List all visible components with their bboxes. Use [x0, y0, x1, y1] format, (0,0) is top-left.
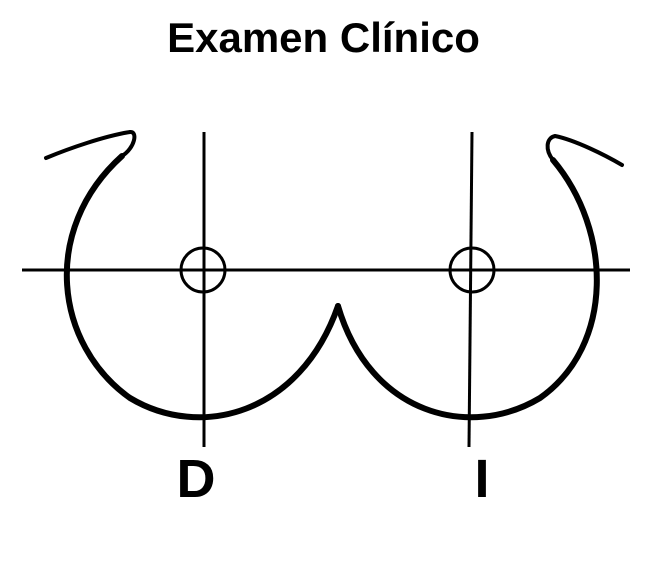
diagram-title: Examen Clínico	[167, 14, 480, 61]
right-nipple-circle	[179, 246, 227, 294]
left-breast-outline	[335, 157, 600, 421]
right-breast-outline	[63, 153, 341, 421]
left-nipple-circle	[448, 246, 496, 294]
right-side-label: D	[177, 449, 216, 509]
left-breast-vertical-axis	[467, 131, 474, 448]
left-side-label: I	[474, 449, 489, 509]
left-axillary-curl	[545, 133, 624, 167]
right-axillary-curl	[44, 130, 137, 160]
